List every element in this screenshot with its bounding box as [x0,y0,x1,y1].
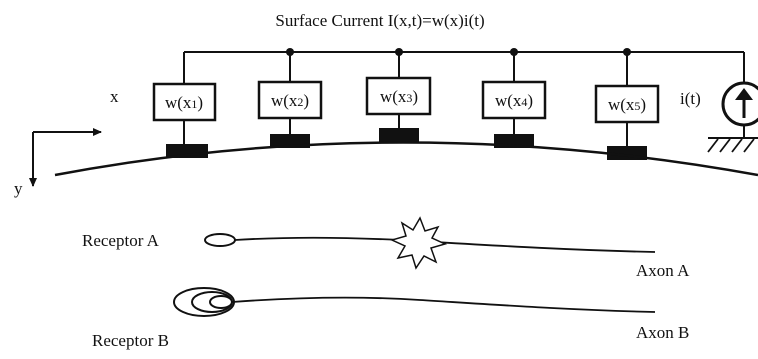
axon-a [234,236,656,253]
spike-icon [389,216,448,270]
axes: x y [14,87,119,198]
weight-label: w(x2) [271,91,309,110]
weight-box [257,80,323,120]
current-source-icon [721,81,758,127]
weight-element: w(x1) [152,52,217,158]
skin-surface [54,141,758,177]
diagram-title: Surface Current I(x,t)=w(x)i(t) [275,11,484,30]
axon-b [231,296,656,313]
electrode-pad [379,128,419,142]
receptor-b-group: Receptor B Axon B [92,287,689,350]
weight-element: w(x2) [257,52,323,148]
axon-b-label: Axon B [636,323,689,342]
axon-a-label: Axon A [636,261,690,280]
weight-label: w(x1) [165,93,203,112]
weight-element: w(x4) [481,52,547,148]
weight-label: w(x4) [495,91,533,110]
receptor-a-icon [204,233,236,247]
weight-element: w(x3) [365,52,432,142]
weight-box [594,84,660,124]
weight-label: w(x5) [608,95,646,114]
receptor-a-label: Receptor A [82,231,160,250]
arrow-up-icon [735,88,753,100]
current-source-label: i(t) [680,89,701,108]
y-axis-label: y [14,179,23,198]
x-axis-label: x [110,87,119,106]
weight-label: w(x3) [380,87,418,106]
weight-box [481,80,547,120]
receptor-b-label: Receptor B [92,331,169,350]
weight-element: w(x5) [594,52,660,160]
receptor-a-group: Receptor A Axon A [82,216,690,280]
current-source: i(t) [680,52,758,153]
